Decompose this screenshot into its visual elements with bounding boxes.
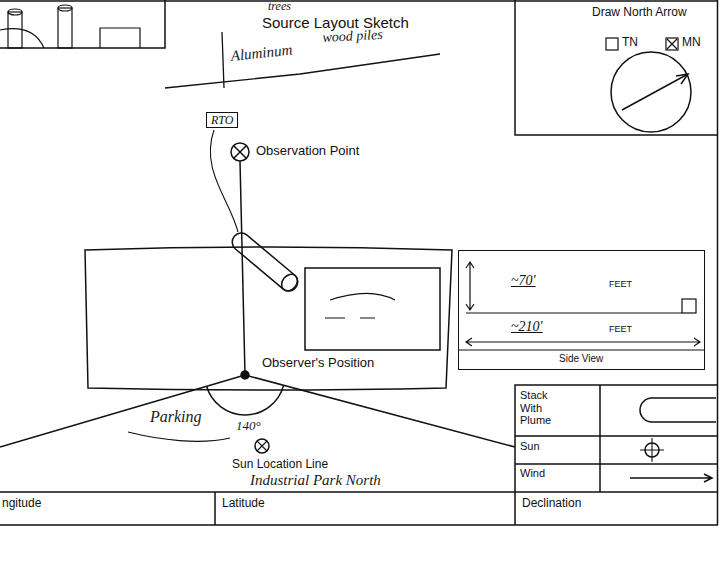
hand-note: wood piles <box>322 27 383 46</box>
stack-plume-symbol <box>640 398 716 422</box>
side-view-panel: ~70' FEET ~210' FEET Side View <box>458 250 705 370</box>
angle-arc <box>207 385 284 415</box>
check-mark <box>667 39 677 49</box>
stack-symbol <box>58 5 72 11</box>
sun-cross <box>640 438 664 462</box>
frame-line <box>515 0 718 135</box>
node-text: ~70' <box>511 273 536 290</box>
handwritten-marks <box>165 32 440 88</box>
stack-symbol <box>8 9 22 15</box>
checkbox-label: MN <box>682 36 701 50</box>
angle-label: 140° <box>236 419 261 434</box>
point-cross <box>234 146 246 158</box>
divider-line <box>458 349 705 350</box>
scribble <box>325 293 395 318</box>
legend-text: Sun <box>520 440 560 453</box>
point-label: Observer's Position <box>262 356 374 371</box>
frame-line <box>717 0 719 525</box>
building <box>85 229 452 390</box>
ground-line <box>466 312 682 313</box>
node-text: ~210' <box>511 319 543 336</box>
building-outline <box>85 247 452 390</box>
table-cell: Declination <box>522 497 581 511</box>
point-circle <box>231 143 249 161</box>
stack-box <box>682 299 696 313</box>
arrow-head <box>676 74 688 84</box>
node-text: Side View <box>559 353 603 365</box>
hand-note: Aluminum <box>230 42 293 66</box>
stack-symbol <box>58 8 72 48</box>
frame-line <box>0 0 165 48</box>
hand-line <box>165 54 440 88</box>
wind-arrow <box>630 474 712 482</box>
distance-arrow <box>466 338 700 346</box>
checkbox-label: TN <box>622 36 638 50</box>
hand-curve <box>210 130 238 232</box>
hand-curve <box>128 432 230 441</box>
view-line <box>245 375 515 447</box>
legend-frame <box>515 385 718 492</box>
observer-view <box>0 371 515 453</box>
form-frame <box>0 0 718 525</box>
stack-end <box>278 271 300 294</box>
north-arrow <box>611 52 691 132</box>
stack-symbol <box>8 12 22 48</box>
hand-stroke <box>222 32 224 88</box>
sun-cross <box>257 441 267 451</box>
sun-symbol <box>255 439 269 453</box>
view-line <box>0 375 245 447</box>
table-cell: Latitude <box>222 497 265 511</box>
frame-line <box>0 0 718 2</box>
point-label: Observation Point <box>256 144 359 159</box>
node-text: FEET <box>609 324 632 335</box>
hand-note: Industrial Park North <box>250 472 381 489</box>
node-text: FEET <box>609 279 632 290</box>
legend-panel <box>515 385 718 492</box>
building-sketch <box>0 28 140 48</box>
observer-dot <box>241 371 249 379</box>
hand-note: Parking <box>150 408 202 426</box>
table-cell: ngitude <box>2 497 41 511</box>
stack-drawing <box>229 229 302 294</box>
check-box <box>606 38 618 50</box>
node-text: RTO <box>211 113 233 127</box>
height-arrow <box>466 262 474 310</box>
check-boxes <box>606 38 678 50</box>
line-label: Sun Location Line <box>232 458 328 472</box>
panel-heading: Draw North Arrow <box>592 6 687 20</box>
legend-text: Stack With Plume <box>520 389 560 427</box>
check-box <box>666 38 678 50</box>
boxed-note: RTO <box>206 112 238 128</box>
stack-thumbnail <box>0 5 140 48</box>
table-line <box>0 492 718 525</box>
north-circle <box>611 52 691 132</box>
inner-structure <box>305 268 440 350</box>
hand-note: trees <box>268 0 291 14</box>
observation-point <box>210 130 249 375</box>
side-view-art <box>458 262 705 350</box>
stack-body <box>229 229 302 294</box>
legend-text: Wind <box>520 467 560 480</box>
arrow-shaft <box>622 74 688 110</box>
sight-line <box>240 161 245 375</box>
